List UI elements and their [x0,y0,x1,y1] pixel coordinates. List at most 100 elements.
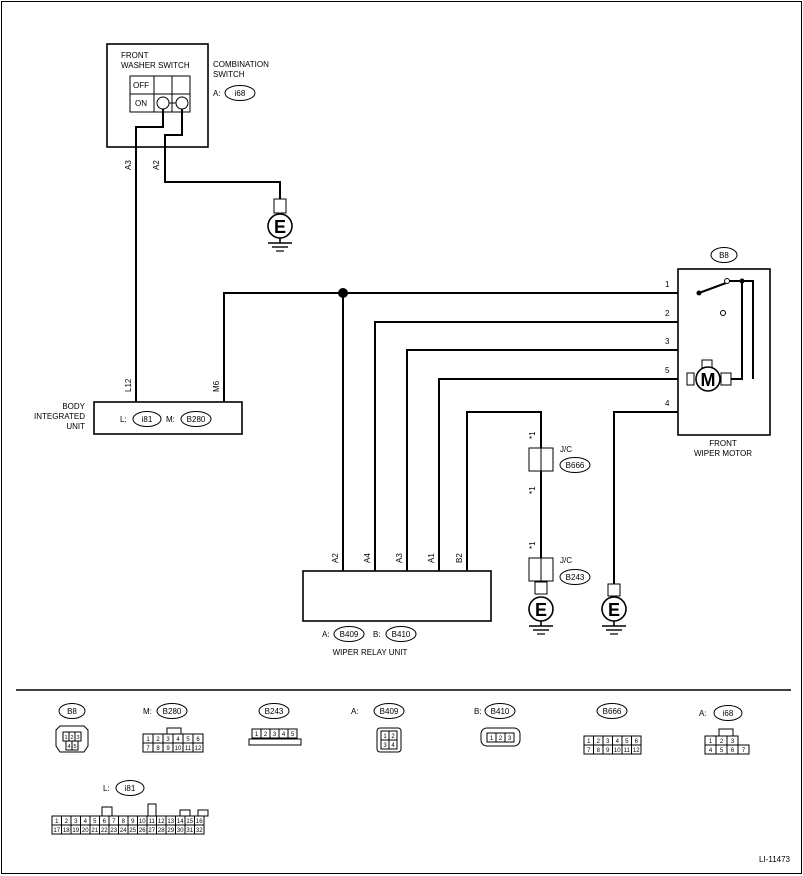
connector-b666-tag-label: B666 [566,461,585,470]
connector-b243-tag [559,569,591,585]
legend-i81-pin-label: 15 [186,819,193,825]
legend-b280-pin-label: 2 [156,737,160,743]
legend-i68-pin-label: 5 [720,748,724,754]
body-unit-l-prefix: L: [120,415,127,424]
legend-i81-pin-label: 19 [72,828,79,834]
legend-b410-pin-label: 3 [508,736,512,742]
legend-i81-pin-label: 8 [122,819,126,825]
jc-b243-label: J/C [560,556,572,565]
legend-b280-pin-label: 8 [156,746,160,752]
legend-b8-pin-label: 5 [73,744,76,750]
legend-i81-pin-label: 7 [112,819,116,825]
legend-i81-pin-label: 13 [167,819,174,825]
motor-pin-1-label: 1 [665,280,670,289]
combination-switch-label-1: COMBINATION [213,60,269,69]
combination-switch-label-2: SWITCH [213,70,245,79]
ground-jc-letter: E [535,600,547,620]
legend-i68-pin-label: 6 [731,748,735,754]
jc-b666-label: J/C [560,445,572,454]
legend-i81-pin-label: 32 [196,828,203,834]
legend-i68-pin-cell [737,744,750,755]
legend-b280-pin-label: 5 [186,737,190,743]
legend-b409-pin-label: 1 [383,734,387,740]
motor-switch-contact-a [724,278,730,284]
legend-i81-pin-label: 30 [177,828,184,834]
legend-b243-pin-cell [287,728,298,739]
wire-motor-2 [374,315,724,571]
legend-i68-pin-label: 7 [742,748,746,754]
connector-b410-tag [385,626,417,642]
legend-b280-pin-label: 6 [196,737,200,743]
jc-upper-mark-1: *1 [528,431,537,439]
legend-i81-name: i81 [125,784,136,793]
switch-contact-a3 [156,96,170,110]
legend-i81-pin-label: 9 [131,819,135,825]
legend-i68-pin-label: 4 [709,748,713,754]
legend-i81-pin-label: 27 [148,828,155,834]
legend-b666-pin-label: 1 [587,739,591,745]
legend-b280-pin-label: 4 [176,737,180,743]
legend-b666-pin-label: 5 [625,739,629,745]
legend-i81-pin-label: 26 [139,828,146,834]
legend-b666-pin-label: 3 [606,739,610,745]
legend-i81-pin-label: 22 [101,828,108,834]
legend-b8-pin-label: 3 [76,735,79,741]
connector-i68-tag-label: i68 [235,89,246,98]
body-integrated-unit-box [93,401,243,435]
wire-motor-3 [406,349,708,571]
pin-a2-label: A2 [152,160,161,170]
wire-relay-b2 [466,411,542,571]
legend-i81-pin-label: 17 [53,828,60,834]
switch-off-label: OFF [133,81,149,90]
washer-switch-title-1: FRONT [121,51,149,60]
legend-b410-pin-label: 2 [499,736,503,742]
wiper-relay-box [302,570,492,622]
legend-b280-pin-label: 11 [185,746,192,752]
legend-i81-pin-label: 6 [103,819,107,825]
motor-symbol [695,366,721,392]
legend-b410-prefix: B: [474,707,482,716]
connector-b8-tag [710,247,738,263]
legend-b280-pin-label: 12 [195,746,202,752]
wiper-motor-label-1: FRONT [709,439,737,448]
legend-b409-pin-label: 4 [391,743,395,749]
legend-b8-pin-label: 4 [67,744,70,750]
legend-i81-pin-label: 4 [84,819,88,825]
relay-pin-a1: A1 [427,553,436,563]
legend-b666-pin-label: 10 [614,748,621,754]
legend-b409-pin-label: 3 [383,743,387,749]
joint-connector-b666: *1 J/C B666 *1 [528,431,591,494]
combination-switch-prefix: A: [213,89,221,98]
legend-i68-pin-label: 1 [709,739,713,745]
body-integrated-unit: BODY INTEGRATED UNIT L: i81 M: B280 [34,401,243,435]
legend-b8-pin-label: 2 [70,735,73,741]
legend-i81-pin-label: 28 [158,828,165,834]
legend-i68-prefix: A: [699,709,707,718]
legend-b666-pin-label: 11 [624,748,631,754]
legend-i81-pin-label: 1 [55,819,59,825]
jc-lower-mark: *1 [528,541,537,549]
connector-i68-tag [224,85,256,101]
jc-upper-mark-2: *1 [528,486,537,494]
relay-pin-b2: B2 [455,553,464,563]
legend-i81-pin-cell [194,824,205,835]
relay-pin-a4: A4 [363,553,372,563]
legend-i81-pin-label: 23 [110,828,117,834]
front-wiper-motor: B8 M FRONT WIPER MOTOR [677,247,771,458]
legend-b666-pin-label: 6 [635,739,639,745]
body-unit-label-2: INTEGRATED [34,412,85,421]
legend-i81-pin-label: 31 [186,828,193,834]
legend-b280-pin-label: 10 [175,746,182,752]
legend-b8-name: B8 [67,707,77,716]
switch-wires [135,109,281,402]
legend-b280-pin-label: 7 [146,746,150,752]
front-washer-switch: FRONT WASHER SWITCH OFF ON [106,43,209,148]
connector-b409-tag [333,626,365,642]
legend-i81-prefix: L: [103,784,110,793]
wiper-motor-box [677,268,771,436]
wiper-relay-unit: A: B409 B: B410 WIPER RELAY UNIT [302,570,492,657]
